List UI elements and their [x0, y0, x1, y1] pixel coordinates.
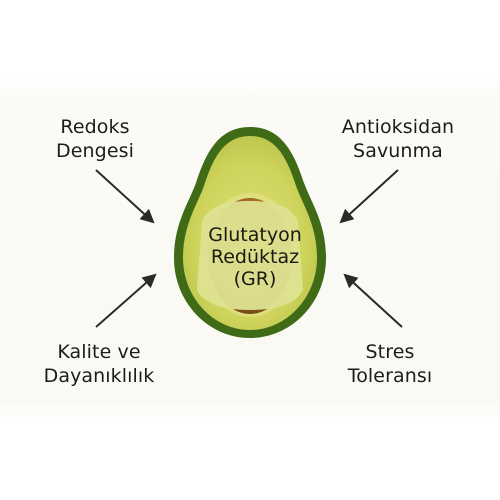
label-top-right-line2: Savunma	[353, 140, 443, 162]
label-bottom-right: Stres Toleransı	[330, 340, 450, 388]
label-bottom-right-line2: Toleransı	[347, 365, 433, 387]
arrow-bottom-right	[343, 273, 403, 328]
arrow-bottom-left	[95, 273, 157, 328]
center-label-line2: Redüktaz	[210, 246, 300, 268]
arrow-top-left	[95, 169, 155, 224]
label-bottom-left: Kalite ve Dayanıklılık	[24, 340, 174, 388]
label-bottom-right-line1: Stres	[365, 341, 415, 363]
center-label: Glutatyon Redüktaz (GR)	[185, 224, 325, 290]
pit-face	[197, 201, 303, 310]
label-top-right: Antioksidan Savunma	[328, 115, 468, 163]
center-label-line1: Glutatyon	[208, 224, 302, 246]
label-top-left-line2: Dengesi	[56, 140, 134, 162]
label-top-left: Redoks Dengesi	[40, 115, 150, 163]
arrow-top-right	[339, 169, 399, 224]
label-top-right-line1: Antioksidan	[341, 116, 455, 138]
label-top-left-line1: Redoks	[60, 116, 130, 138]
center-label-line3: (GR)	[233, 268, 277, 290]
label-bottom-left-line1: Kalite ve	[57, 341, 141, 363]
label-bottom-left-line2: Dayanıklılık	[43, 365, 155, 387]
